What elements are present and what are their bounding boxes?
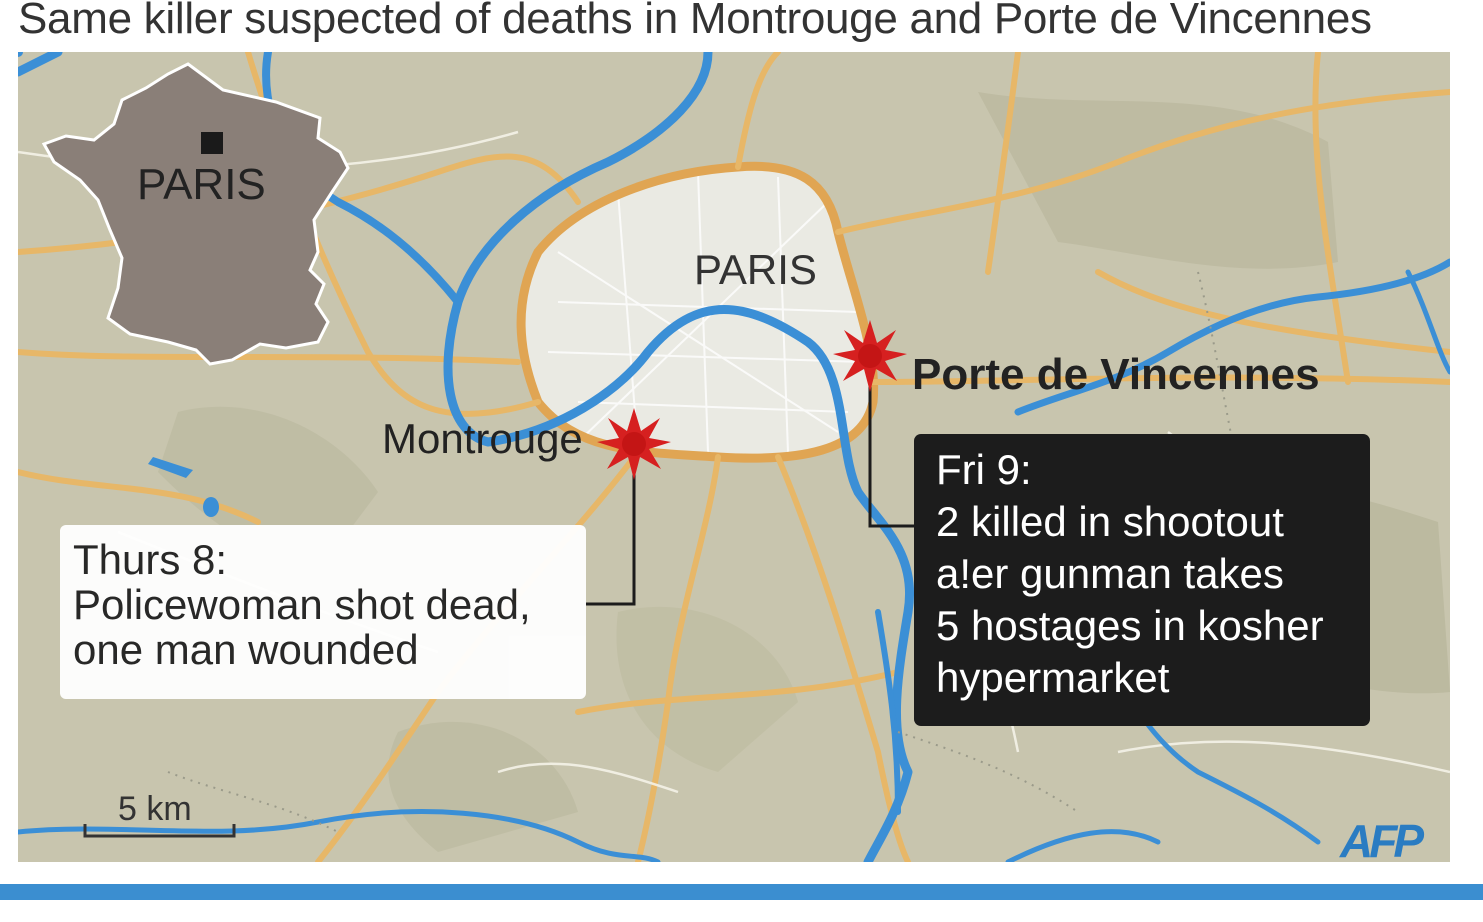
- friday-line: 5 hostages in kosher: [936, 602, 1324, 649]
- vincennes-marker: [833, 320, 907, 392]
- france-inset-map: [41, 62, 350, 366]
- vincennes-leader-line: [868, 356, 914, 528]
- scale-label: 5 km: [118, 790, 192, 828]
- thursday-line: one man wounded: [73, 626, 419, 673]
- friday-heading: Fri 9:: [936, 446, 1032, 493]
- bottom-accent-bar: [0, 884, 1483, 900]
- friday-event-card: Fri 9: 2 killed in shootout a!er gunman …: [914, 434, 1370, 726]
- thursday-heading: Thurs 8:: [73, 536, 228, 583]
- thursday-line: Policewoman shot dead,: [73, 581, 531, 628]
- paris-city-label: PARIS: [694, 246, 817, 293]
- inset-paris-label: PARIS: [137, 160, 266, 209]
- montrouge-leader-line: [586, 444, 636, 606]
- afp-logo: AFP: [1340, 815, 1424, 867]
- friday-line: hypermarket: [936, 654, 1170, 701]
- map-title: Same killer suspected of deaths in Montr…: [18, 0, 1372, 43]
- friday-line: 2 killed in shootout: [936, 498, 1284, 545]
- montrouge-label: Montrouge: [382, 415, 583, 462]
- montrouge-marker: [597, 408, 671, 480]
- porte-de-vincennes-label: Porte de Vincennes: [912, 350, 1320, 399]
- paris-inset-marker: [201, 132, 223, 154]
- thursday-event-card: Thurs 8: Policewoman shot dead, one man …: [60, 525, 586, 699]
- friday-line: a!er gunman takes: [936, 550, 1284, 597]
- scale-bar: [83, 824, 236, 838]
